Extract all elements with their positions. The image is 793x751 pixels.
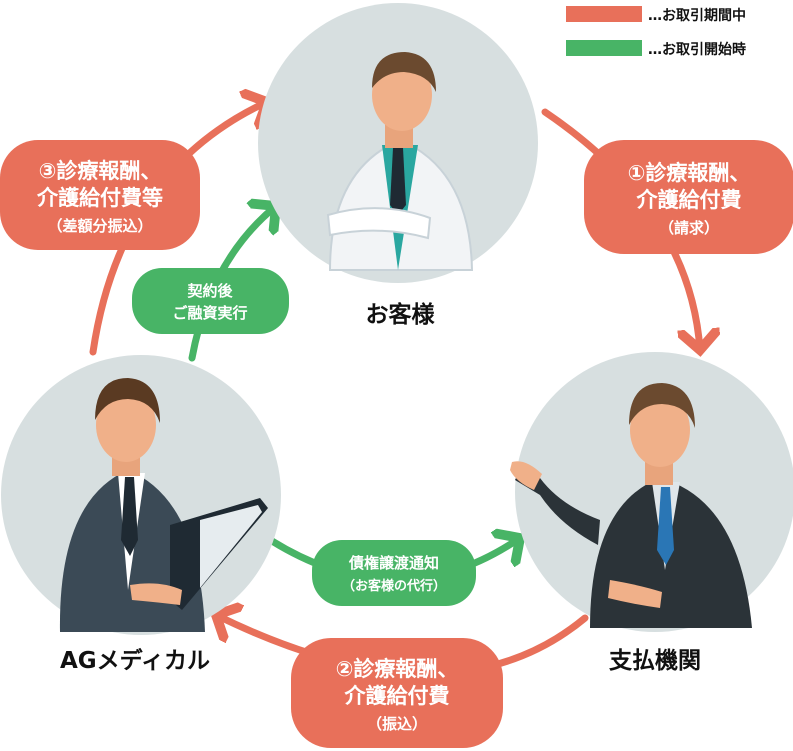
node-customer: お客様	[258, 3, 538, 328]
green-label-loan: 契約後 ご融資実行	[132, 268, 289, 334]
customer-label: お客様	[366, 301, 436, 328]
legend-label-red: …お取引期間中	[648, 7, 746, 24]
red-pill-3	[0, 140, 200, 250]
red-label-transfer: ②診療報酬、 介護給付費 （振込）	[291, 638, 503, 748]
r2-line1: ②診療報酬、	[336, 657, 459, 681]
staff-figure	[59, 378, 268, 632]
r3-line1: ③診療報酬、	[39, 159, 162, 183]
businessman-figure	[510, 383, 752, 628]
node-payer: 支払機関	[510, 352, 793, 674]
green-pill-2	[312, 540, 476, 606]
g1-line1: 契約後	[186, 282, 233, 300]
r1-line1: ①診療報酬、	[628, 161, 751, 185]
g1-line2: ご融資実行	[172, 304, 247, 322]
r3-line3: （差額分振込）	[47, 217, 152, 235]
r1-line3: （請求）	[659, 219, 719, 237]
legend-label-green: …お取引開始時	[648, 41, 746, 58]
node-ag: AGメディカル	[1, 355, 281, 674]
ag-label: AGメディカル	[60, 647, 210, 674]
legend-swatch-red	[566, 6, 642, 22]
r2-line2: 介護給付費	[344, 684, 450, 708]
r3-line2: 介護給付費等	[36, 186, 163, 210]
red-pill-1	[584, 140, 793, 254]
red-label-request: ①診療報酬、 介護給付費 （請求）	[584, 140, 793, 254]
g2-line2: （お客様の代行）	[342, 578, 446, 594]
payer-label: 支払機関	[608, 648, 701, 674]
doctor-figure	[326, 52, 474, 271]
green-pill-1	[132, 268, 289, 334]
r1-line2: 介護給付費	[636, 188, 742, 212]
g2-line1: 債権譲渡通知	[348, 554, 439, 572]
legend: …お取引期間中 …お取引開始時	[566, 6, 746, 58]
red-label-difference: ③診療報酬、 介護給付費等 （差額分振込）	[0, 140, 200, 250]
green-label-notice: 債権譲渡通知 （お客様の代行）	[312, 540, 476, 606]
legend-swatch-green	[566, 40, 642, 56]
r2-line3: （振込）	[367, 715, 427, 733]
red-pill-2	[291, 638, 503, 748]
